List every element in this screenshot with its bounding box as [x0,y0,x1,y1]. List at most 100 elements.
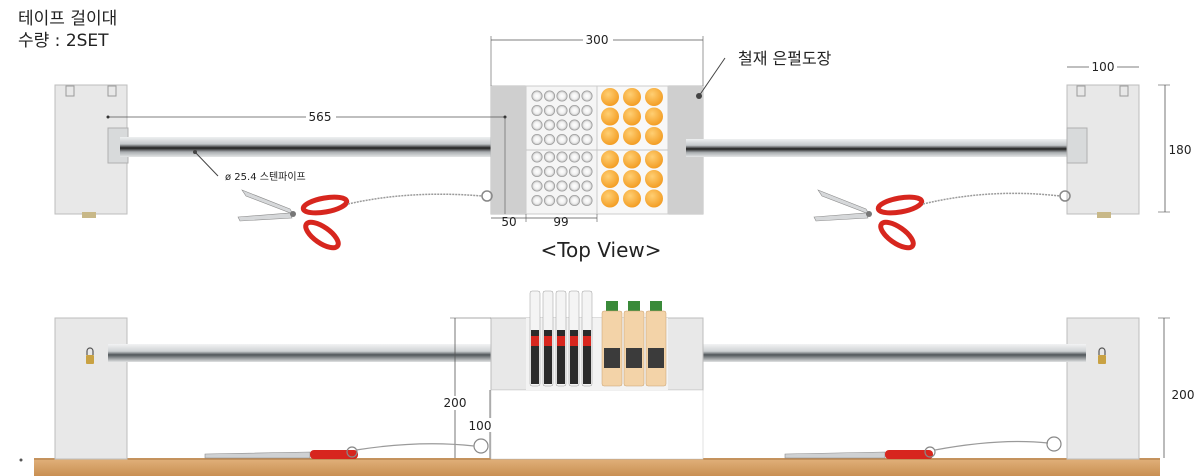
bracket-hook [107,85,117,97]
marker-label [583,330,591,384]
scissors-icon [784,436,1062,459]
quantity-label: 수량 : 2SET [18,31,109,51]
dim-label-100: 100 [1092,60,1115,74]
tape-ring [581,119,593,131]
tape-ring [581,133,593,146]
pipe-note: ø 25.4 스텐파이프 [225,171,306,183]
dim-bg [306,109,336,123]
tape-ring [568,194,581,207]
lock-icon [1098,347,1106,364]
dim-label-99: 99 [553,215,568,229]
tape-cap [623,189,641,208]
left-bracket-foot [82,212,96,218]
pipe-note-leader [194,151,219,177]
tape-ring [531,151,543,163]
tape-cap [601,150,619,169]
tape-cap [645,150,663,169]
tape-ring [531,194,543,207]
tape-ring [568,90,581,102]
top-view-caption: <Top View> [540,238,661,262]
tape-cap [645,107,663,126]
tape-cap [623,170,641,188]
tape-ring [581,104,593,117]
dim-label-100-front: 100 [469,419,492,433]
tape-ring [581,151,593,163]
tape-cap [645,127,663,145]
marker-band [531,336,539,346]
tape-ring [556,180,568,192]
marker-label [544,330,552,384]
center-end-left [491,86,526,214]
bottle-cap [606,301,618,311]
dim-bg [583,32,613,46]
tape-caps-group [601,88,663,208]
page-title: 테이프 걸이대 [18,9,118,29]
left-pipe-front [108,344,502,362]
tape-ring [568,119,581,131]
tape-ring [556,90,568,102]
tape-ring [568,104,581,117]
tape-rings-group [531,90,593,207]
tape-ring [531,133,543,146]
tape-cap [601,170,619,188]
right-pipe-top [686,139,1068,157]
tape-ring [543,119,556,131]
tape-ring [543,194,556,207]
dim-tick [19,458,23,462]
dim-bg [440,396,470,410]
marker-band [583,336,591,346]
tape-ring [531,165,543,178]
right-bracket-front [1066,317,1140,460]
tape-ring [581,180,593,192]
marker-band [544,336,552,346]
tape-ring [568,180,581,192]
dim-label-300: 300 [586,33,609,47]
tape-cap [645,170,663,188]
tape-cap [645,88,663,106]
product-group [529,290,667,387]
title-block: 테이프 걸이대 수량 : 2SET [18,8,117,52]
tape-ring [556,119,568,131]
left-bracket-front [54,317,128,460]
scissor-ring [473,438,489,454]
dim-tick [106,115,110,119]
tape-cap [623,127,641,145]
scissors-icon [237,189,493,251]
tape-cap [601,88,619,106]
wood-shelf [34,458,1160,476]
tape-ring [543,133,556,146]
right-pipe-flange [1066,127,1088,164]
material-note: 철재 은펄도장 [738,49,832,68]
dim-label-565: 565 [309,110,332,124]
dim-bg [468,418,494,432]
tape-ring [531,119,543,131]
marker-label [531,330,539,384]
tape-cap [601,107,619,126]
scissors-icon [813,189,1071,251]
material-leader [698,57,726,97]
dim-label-200-center: 200 [444,396,467,410]
dim-label-200-right: 200 [1172,388,1195,402]
tape-ring [543,165,556,178]
marker-band [570,336,578,346]
tape-cap [623,88,641,106]
tape-ring [568,151,581,163]
bottle-cap [628,301,640,311]
tape-ring [581,165,593,178]
tape-ring [568,165,581,178]
tape-ring [543,104,556,117]
marker-band [557,336,565,346]
scissors-icon [204,443,475,459]
bracket-hook [1119,85,1129,97]
right-pipe-front [686,344,1086,362]
right-bracket-foot [1097,212,1111,218]
center-leg [490,389,704,460]
tape-ring [556,194,568,207]
marker-label [557,330,565,384]
dim-label-180: 180 [1169,143,1192,157]
dim-label-50: 50 [501,215,516,229]
tape-ring [531,180,543,192]
tape-cap [623,150,641,169]
tape-ring [556,151,568,163]
